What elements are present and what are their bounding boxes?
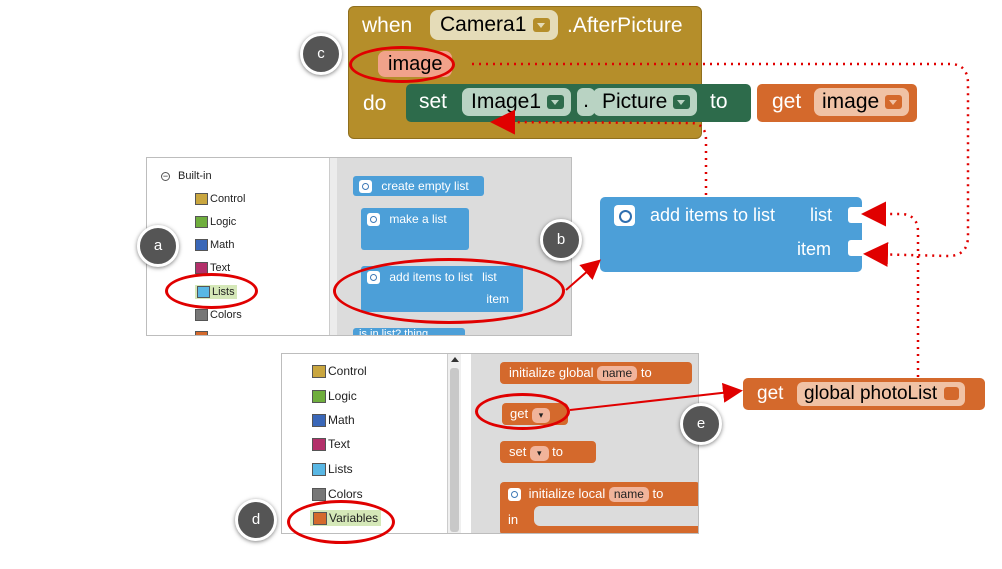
item-input-socket[interactable] bbox=[848, 240, 862, 256]
list-socket-label: list bbox=[810, 205, 832, 225]
gear-icon bbox=[367, 213, 380, 227]
tree-item-control[interactable]: Control bbox=[195, 193, 245, 205]
create-empty-list-block[interactable]: create empty list bbox=[353, 176, 484, 196]
tree-scrollbar[interactable] bbox=[447, 354, 461, 533]
event-name: .AfterPicture bbox=[567, 14, 683, 37]
photolist-to-list-connector bbox=[861, 201, 920, 377]
variables-highlight bbox=[287, 500, 395, 544]
collapse-icon[interactable]: − bbox=[161, 170, 170, 181]
tree-item-text[interactable]: Text bbox=[312, 437, 350, 451]
tree-item-lists[interactable]: Lists bbox=[312, 462, 353, 476]
do-keyword: do bbox=[363, 92, 387, 115]
gear-icon bbox=[508, 488, 521, 502]
set-keyword: set bbox=[419, 90, 448, 113]
tree-item-partial bbox=[195, 331, 208, 335]
add-items-to-set-connector bbox=[490, 109, 708, 195]
property-dot: . bbox=[577, 88, 595, 116]
global-photolist-dropdown[interactable]: global photoList bbox=[797, 382, 966, 406]
colors-swatch-icon bbox=[195, 309, 208, 321]
gear-icon bbox=[359, 180, 372, 194]
set-variable-block[interactable]: set ▾ to bbox=[500, 441, 596, 463]
add-items-label: add items to list bbox=[650, 205, 776, 225]
math-swatch-icon bbox=[312, 413, 326, 427]
image-variable-label: image bbox=[822, 90, 880, 113]
tree-item-text[interactable]: Text bbox=[195, 262, 230, 274]
get-keyword: get bbox=[772, 90, 802, 113]
variables-drawer-screenshot: Control Logic Math Text Lists Colors Var… bbox=[281, 353, 699, 534]
colors-swatch-icon bbox=[312, 487, 326, 501]
add-items-drag-arrow bbox=[565, 259, 602, 291]
scroll-up-icon[interactable] bbox=[451, 357, 459, 362]
image-param-highlight bbox=[349, 46, 455, 83]
item-socket-label: item bbox=[797, 239, 832, 259]
name-field[interactable]: name bbox=[608, 487, 649, 502]
built-in-label: Built-in bbox=[178, 170, 212, 182]
in-statement-slot[interactable] bbox=[534, 506, 698, 526]
logic-swatch-icon bbox=[195, 216, 208, 228]
gear-icon[interactable] bbox=[614, 205, 635, 226]
text-swatch-icon bbox=[312, 437, 326, 451]
tree-item-logic[interactable]: Logic bbox=[195, 216, 236, 228]
tag-b: b bbox=[540, 219, 582, 261]
dropdown-arrow-icon bbox=[944, 387, 960, 400]
make-a-list-block[interactable]: make a list bbox=[361, 208, 469, 250]
dropdown-arrow-icon bbox=[673, 95, 691, 109]
to-keyword: to bbox=[710, 90, 728, 113]
tag-a: a bbox=[137, 225, 179, 267]
variables-swatch-icon bbox=[195, 331, 208, 335]
tag-d: d bbox=[235, 499, 277, 541]
get-keyword: get bbox=[757, 383, 784, 404]
name-field[interactable]: name bbox=[597, 366, 638, 381]
logic-swatch-icon bbox=[312, 389, 326, 403]
lists-highlight bbox=[165, 273, 258, 309]
is-in-list-block[interactable]: is in list? thing bbox=[353, 328, 465, 335]
picture-property-label: Picture bbox=[602, 90, 668, 113]
math-swatch-icon bbox=[195, 239, 208, 251]
control-swatch-icon bbox=[312, 364, 326, 378]
add-items-to-list-block-large[interactable] bbox=[600, 197, 862, 272]
picture-property-dropdown[interactable]: Picture bbox=[593, 88, 698, 116]
drawer-scrollbar[interactable] bbox=[329, 158, 337, 335]
tree-item-math[interactable]: Math bbox=[195, 239, 234, 251]
lists-swatch-icon bbox=[312, 462, 326, 476]
get-drag-arrow bbox=[569, 382, 743, 411]
tree-item-math[interactable]: Math bbox=[312, 413, 355, 427]
initialize-global-block[interactable]: initialize global name to bbox=[500, 362, 692, 384]
when-keyword: when bbox=[362, 14, 413, 37]
image1-label: Image1 bbox=[471, 90, 542, 113]
dropdown-arrow-icon bbox=[533, 18, 551, 32]
empty-dropdown[interactable]: ▾ bbox=[529, 446, 549, 461]
camera-component-dropdown[interactable]: Camera1 bbox=[430, 10, 559, 40]
list-input-socket[interactable] bbox=[848, 207, 862, 223]
add-items-highlight bbox=[333, 258, 565, 324]
initialize-local-block[interactable]: initialize local name to in bbox=[500, 482, 698, 533]
tree-item-colors[interactable]: Colors bbox=[312, 487, 363, 501]
image1-component-dropdown[interactable]: Image1 bbox=[462, 88, 572, 116]
dropdown-arrow-icon bbox=[885, 95, 903, 109]
tag-c: c bbox=[300, 33, 342, 75]
control-swatch-icon bbox=[195, 193, 208, 205]
tag-e: e bbox=[680, 403, 722, 445]
built-in-tree-root[interactable]: − Built-in bbox=[161, 170, 212, 182]
camera-component-label: Camera1 bbox=[440, 13, 527, 36]
scroll-thumb[interactable] bbox=[450, 368, 459, 532]
tree-item-logic[interactable]: Logic bbox=[312, 389, 357, 403]
dropdown-arrow-icon bbox=[547, 95, 565, 109]
tree-item-colors[interactable]: Colors bbox=[195, 309, 242, 321]
image-variable-dropdown[interactable]: image bbox=[814, 88, 910, 116]
get-block-highlight bbox=[475, 393, 570, 430]
tree-item-control[interactable]: Control bbox=[312, 364, 367, 378]
